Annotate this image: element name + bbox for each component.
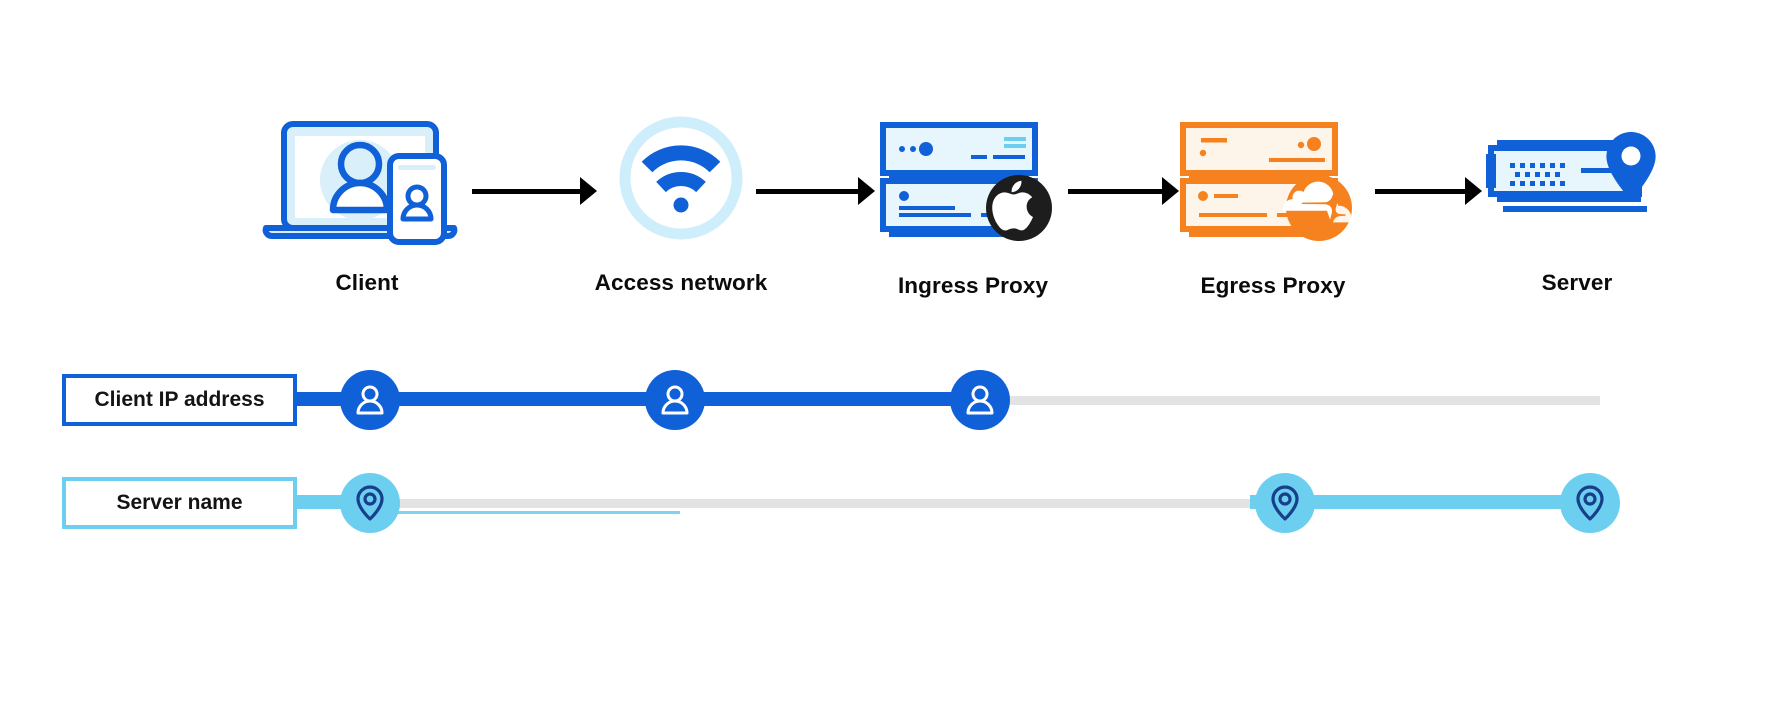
node-label-ingress-proxy: Ingress Proxy — [897, 273, 1049, 298]
arrow-ingress-proxy-to-egress-proxy — [1068, 176, 1179, 206]
track-client-ip-address: Client IP address — [0, 370, 1792, 454]
cloudflare-logo-icon — [1283, 175, 1352, 241]
node-label-client: Client — [335, 270, 399, 295]
node-label-server: Server — [1541, 270, 1613, 295]
track-marker-client[interactable] — [340, 370, 400, 430]
track-marker-ingress-proxy[interactable] — [950, 370, 1010, 430]
node-label-egress-proxy: Egress Proxy — [1200, 273, 1346, 298]
track-marker-client[interactable] — [340, 473, 400, 533]
location-pin-icon — [356, 485, 384, 521]
track-marker-access-network[interactable] — [645, 370, 705, 430]
track-inactive-segment — [390, 499, 1280, 508]
location-pin-icon — [1271, 485, 1299, 521]
node-ingress-proxy: Ingress Proxy — [868, 118, 1078, 308]
location-pin-icon — [1576, 485, 1604, 521]
server-stack-icon — [868, 118, 1078, 241]
server-stack-icon — [1168, 118, 1378, 241]
location-pin-icon — [1606, 132, 1656, 200]
track-marker-egress-proxy[interactable] — [1255, 473, 1315, 533]
node-access-network: Access network — [576, 116, 786, 308]
person-icon — [966, 385, 994, 415]
node-server: Server — [1472, 118, 1682, 308]
track-active-segment — [290, 392, 980, 406]
node-egress-proxy: Egress Proxy — [1168, 118, 1378, 308]
server-unit-icon — [1472, 118, 1682, 238]
node-client: Client — [262, 118, 472, 308]
track-hairline — [390, 511, 680, 514]
apple-logo-icon — [986, 175, 1052, 241]
track-active-segment — [1250, 495, 1610, 509]
arrow-access-network-to-ingress-proxy — [756, 176, 875, 206]
node-label-access-network: Access network — [594, 270, 768, 295]
person-icon — [356, 385, 384, 415]
track-label-server-name: Server name — [62, 477, 297, 529]
person-icon — [661, 385, 689, 415]
track-server-name: Server name — [0, 473, 1792, 557]
track-marker-server[interactable] — [1560, 473, 1620, 533]
arrow-client-to-access-network — [472, 176, 597, 206]
track-inactive-segment — [1000, 396, 1600, 405]
wifi-icon — [576, 116, 786, 240]
laptop-and-phone-icon — [262, 118, 472, 245]
track-label-client-ip-address: Client IP address — [62, 374, 297, 426]
arrow-egress-proxy-to-server — [1375, 176, 1482, 206]
track-label-text: Client IP address — [94, 388, 265, 411]
track-label-text: Server name — [116, 491, 243, 514]
